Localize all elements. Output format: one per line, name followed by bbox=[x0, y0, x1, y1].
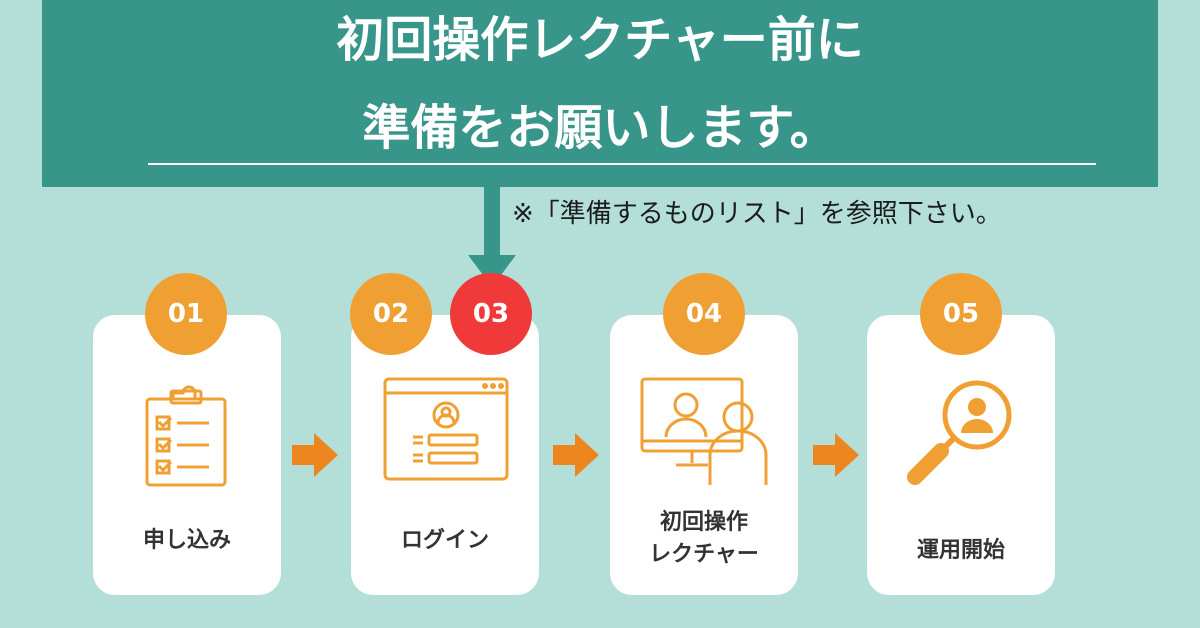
down-arrow-stem bbox=[484, 187, 500, 257]
step-label-4-line-2: レクチャー bbox=[649, 542, 759, 567]
step-badge-3: 03 bbox=[450, 273, 532, 355]
step-badge-4: 04 bbox=[663, 273, 745, 355]
next-arrow-icon bbox=[553, 433, 599, 477]
header-banner: 初回操作レクチャー前に 準備をお願いします。 bbox=[42, 0, 1158, 187]
user-search-icon bbox=[907, 380, 1012, 485]
step-label-5: 運用開始 bbox=[916, 538, 1005, 563]
step-badge-2: 02 bbox=[350, 273, 432, 355]
title-line-1: 初回操作レクチャー前に bbox=[336, 12, 864, 68]
step-card-1: 申し込み bbox=[93, 315, 281, 595]
title-underline bbox=[148, 163, 1096, 165]
clipboard-checklist-icon bbox=[145, 385, 227, 487]
step-card-2: ログイン bbox=[351, 315, 539, 595]
title-line-2: 準備をお願いします。 bbox=[362, 100, 838, 156]
step-card-4: 初回操作 レクチャー bbox=[610, 315, 798, 595]
step-label-4-line-1: 初回操作 bbox=[659, 510, 748, 535]
video-lecture-icon bbox=[640, 377, 768, 485]
step-label-1: 申し込み bbox=[142, 528, 231, 553]
step-badge-5: 05 bbox=[920, 273, 1002, 355]
step-label-2: ログイン bbox=[400, 528, 489, 553]
next-arrow-icon bbox=[813, 433, 859, 477]
step-badge-1: 01 bbox=[145, 273, 227, 355]
next-arrow-icon bbox=[292, 433, 338, 477]
login-form-icon bbox=[383, 377, 509, 481]
reference-note: ※「準備するものリスト」を参照下さい。 bbox=[512, 199, 1002, 229]
step-card-5: 運用開始 bbox=[867, 315, 1055, 595]
